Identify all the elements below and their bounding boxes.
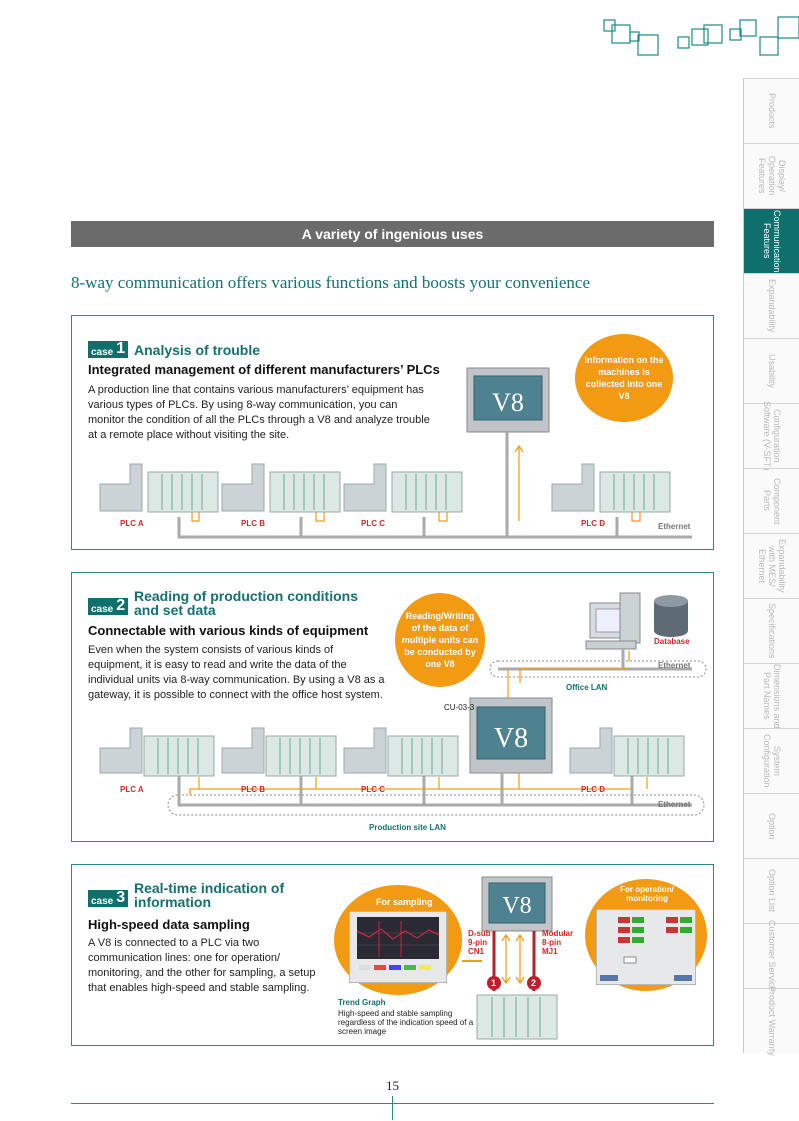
case3-v8-logo: V8 bbox=[502, 893, 531, 919]
sidenav-item[interactable]: Expandability with MES/ Ethernet bbox=[744, 533, 799, 598]
page-number: 15 bbox=[386, 1078, 399, 1093]
sidenav-item[interactable]: Product Warranty bbox=[744, 986, 799, 1056]
sidenav-item-label: System Configuration bbox=[762, 734, 782, 788]
case2-ethernet-top-label: Ethernet bbox=[658, 661, 691, 670]
case2-v8-logo: V8 bbox=[494, 723, 528, 754]
case3-dsub-label: D-sub 9-pin CN1 bbox=[468, 929, 491, 956]
case3-title: Real-time indication of information bbox=[134, 880, 285, 910]
sidenav-item-label: Option List bbox=[767, 869, 777, 913]
sidenav-item[interactable]: Component Parts bbox=[744, 468, 799, 533]
case2-plc-d-label: PLC D bbox=[581, 785, 605, 794]
case1-bubble: Information on the machines is collected… bbox=[575, 334, 673, 422]
case2-database-label: Database bbox=[654, 637, 690, 646]
sidenav-item-label: Dimensions and Part Names bbox=[762, 663, 782, 729]
trend-graph-body: High-speed and stable sampling regardles… bbox=[338, 1009, 474, 1036]
case1-ethernet-label: Ethernet bbox=[658, 522, 691, 531]
case3-port2-label: 2 bbox=[531, 978, 537, 988]
case3-sampling-label: For sampling bbox=[376, 897, 433, 907]
trend-graph-screen bbox=[349, 911, 447, 983]
sidenav-item-label: Expandability with MES/ Ethernet bbox=[757, 539, 787, 593]
case2-body: Even when the system consists of various… bbox=[88, 644, 385, 701]
sidenav-item[interactable]: Option List bbox=[744, 858, 799, 923]
trend-graph-title: Trend Graph bbox=[338, 998, 386, 1007]
case2-heading: Connectable with various kinds of equipm… bbox=[88, 623, 369, 638]
section-subtitle: 8-way communication offers various funct… bbox=[71, 273, 590, 292]
sidenav-item-label: Expandability bbox=[767, 279, 777, 333]
case1-plc-a-label: PLC A bbox=[120, 519, 144, 528]
sidenav-item-label: Component Parts bbox=[762, 477, 782, 525]
case1-body: A production line that contains various … bbox=[88, 384, 430, 441]
sidenav-item[interactable]: Specifications bbox=[744, 598, 799, 663]
case1-title: Analysis of trouble bbox=[134, 342, 261, 358]
section-banner: A variety of ingenious uses bbox=[71, 221, 714, 247]
case2-diagram: V8 bbox=[99, 592, 707, 816]
case3-operation-label: For operation/ monitoring bbox=[620, 885, 674, 903]
case1-plc-b-label: PLC B bbox=[241, 519, 265, 528]
sidenav-item-label: Communication Features bbox=[762, 209, 782, 273]
case1-v8-logo: V8 bbox=[492, 388, 524, 417]
case3-heading: High-speed data sampling bbox=[88, 917, 250, 932]
sidenav-item[interactable]: Option bbox=[744, 793, 799, 858]
sidenav-item[interactable]: Customer Service bbox=[744, 920, 799, 992]
case2-bubble: Reading/Writing of the data of multiple … bbox=[395, 593, 485, 687]
case2-cu-label: CU-03-3 bbox=[444, 703, 475, 712]
case2-plc-b-label: PLC B bbox=[241, 785, 265, 794]
sidenav-item-label: Customer Service bbox=[767, 920, 777, 992]
sidenav-item[interactable]: Products bbox=[744, 78, 799, 143]
sidenav-item[interactable]: Communication Features bbox=[744, 208, 799, 273]
footer-tick bbox=[392, 1096, 393, 1120]
case1-heading: Integrated management of different manuf… bbox=[88, 362, 440, 377]
case1-plc-d-label: PLC D bbox=[581, 519, 605, 528]
sidenav-item[interactable]: Expandability bbox=[744, 273, 799, 338]
operation-screen bbox=[596, 909, 696, 985]
case1-diagram: V8 bbox=[99, 367, 692, 539]
sidenav-item-label: Display/ Operation Features bbox=[757, 156, 787, 196]
decorative-squares-icon bbox=[603, 16, 799, 56]
sidenav-item-label: Option bbox=[767, 812, 777, 840]
sidenav-item[interactable]: Configuration Software (V-SFT) bbox=[744, 401, 799, 471]
sidenav-item-label: Product Warranty bbox=[767, 986, 777, 1056]
sidenav-item[interactable]: System Configuration bbox=[744, 728, 799, 793]
case1-plc-c-label: PLC C bbox=[361, 519, 385, 528]
case3-port1-label: 1 bbox=[491, 978, 497, 988]
case2-plc-c-label: PLC C bbox=[361, 785, 385, 794]
sidenav-item-label: Products bbox=[767, 93, 777, 129]
case3-diagram: V8 bbox=[462, 876, 558, 1040]
sidenav-item[interactable]: Dimensions and Part Names bbox=[744, 663, 799, 728]
case2-office-lan-label: Office LAN bbox=[566, 683, 608, 692]
sidenav-item-label: Usability bbox=[767, 353, 777, 388]
sidenav-item-label: Specifications bbox=[767, 603, 777, 659]
case2-ethernet-bottom-label: Ethernet bbox=[658, 800, 691, 809]
case3-body: A V8 is connected to a PLC via two commu… bbox=[88, 937, 316, 994]
case2-site-lan-label: Production site LAN bbox=[369, 823, 446, 832]
case2-title: Reading of production conditions and set… bbox=[134, 588, 358, 618]
case3-modular-label: Modular 8-pin MJ1 bbox=[542, 929, 574, 956]
sidenav-item[interactable]: Display/ Operation Features bbox=[744, 143, 799, 208]
case2-plc-a-label: PLC A bbox=[120, 785, 144, 794]
sidenav-item-label: Configuration Software (V-SFT) bbox=[762, 401, 782, 471]
sidenav-item[interactable]: Usability bbox=[744, 338, 799, 403]
